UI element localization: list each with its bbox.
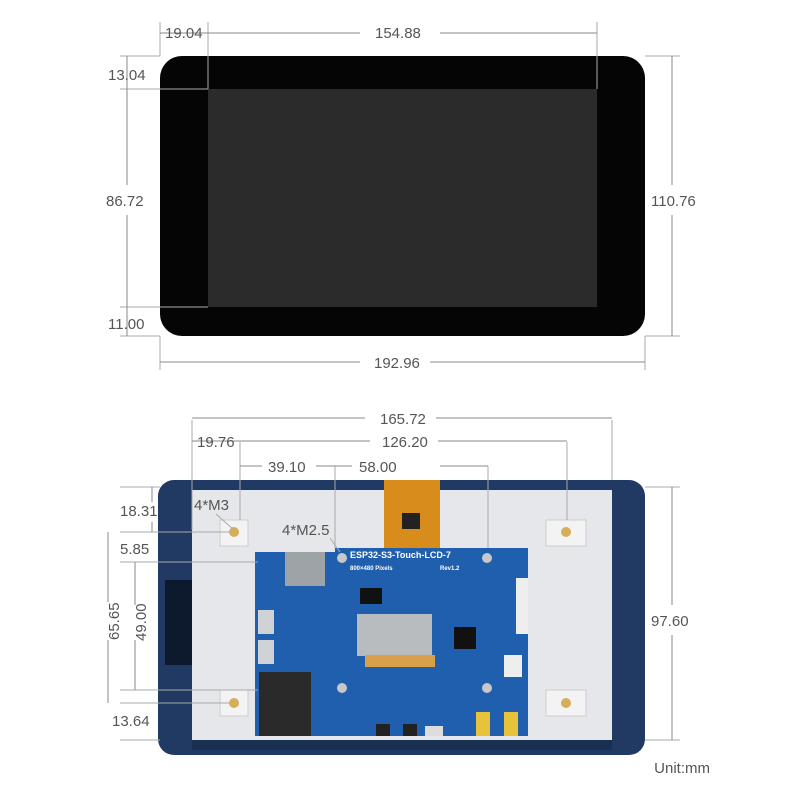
left-connector-slot	[165, 580, 192, 665]
chip-1	[360, 588, 382, 604]
dim-span-b: 49.00	[133, 603, 150, 641]
standoff-tr	[561, 527, 571, 537]
button-reset	[376, 724, 390, 736]
terminal-1	[476, 712, 490, 736]
dim-hole-a: 5.85	[120, 541, 149, 558]
pcb-hole-tr	[482, 553, 492, 563]
button-boot	[403, 724, 417, 736]
unit-label: Unit:mm	[654, 760, 710, 777]
label-m25: 4*M2.5	[282, 522, 330, 539]
pcb-hole-tl	[337, 553, 347, 563]
side-connector-1	[516, 578, 528, 634]
standoff-tl	[229, 527, 239, 537]
dim-left-to-hole: 19.76	[197, 434, 235, 451]
dim-total-width: 192.96	[374, 355, 420, 372]
dim-span-a: 65.65	[106, 602, 123, 640]
esp32-module	[259, 672, 311, 736]
board-rev: Rev1.2	[440, 566, 460, 572]
dim-active-width: 154.88	[375, 25, 421, 42]
label-m3: 4*M3	[194, 497, 229, 514]
back-view: ESP32-S3-Touch-LCD-7 800×480 Pixels Rev1…	[106, 411, 689, 755]
shield-can	[357, 614, 432, 656]
standoff-bl	[229, 698, 239, 708]
active-area	[208, 89, 597, 307]
dim-total-height: 110.76	[651, 193, 696, 210]
fpc-chip	[402, 513, 420, 529]
chip-2	[454, 627, 476, 649]
dim-hole-span-outer: 165.72	[380, 411, 426, 428]
terminal-2	[504, 712, 518, 736]
dim-top-offset: 13.04	[108, 67, 146, 84]
usb-port-2	[258, 640, 274, 664]
front-view: 19.04 154.88 13.04 86.72 11.00 110.76 19…	[106, 22, 696, 372]
dim-hole-span-inner: 126.20	[382, 434, 428, 451]
lcd-connector	[365, 655, 435, 667]
switch	[425, 726, 443, 736]
standoff-br	[561, 698, 571, 708]
usb-port-1	[258, 610, 274, 634]
dim-active-height: 86.72	[106, 193, 144, 210]
dim-top-to-hole: 18.31	[120, 503, 158, 520]
pcb-hole-bl	[337, 683, 347, 693]
plate-bottom-edge	[192, 740, 612, 750]
dim-bottom: 13.64	[112, 713, 150, 730]
sd-card-slot	[285, 552, 325, 586]
dim-left-offset: 19.04	[165, 25, 203, 42]
side-connector-2	[504, 655, 522, 677]
dim-offset-a: 39.10	[268, 459, 306, 476]
pcb-hole-br	[482, 683, 492, 693]
dim-height: 97.60	[651, 613, 689, 630]
board-pixels: 800×480 Pixels	[350, 566, 393, 572]
dim-offset-b: 58.00	[359, 459, 397, 476]
board-title: ESP32-S3-Touch-LCD-7	[350, 550, 451, 560]
dim-bottom-offset: 11.00	[108, 316, 144, 333]
